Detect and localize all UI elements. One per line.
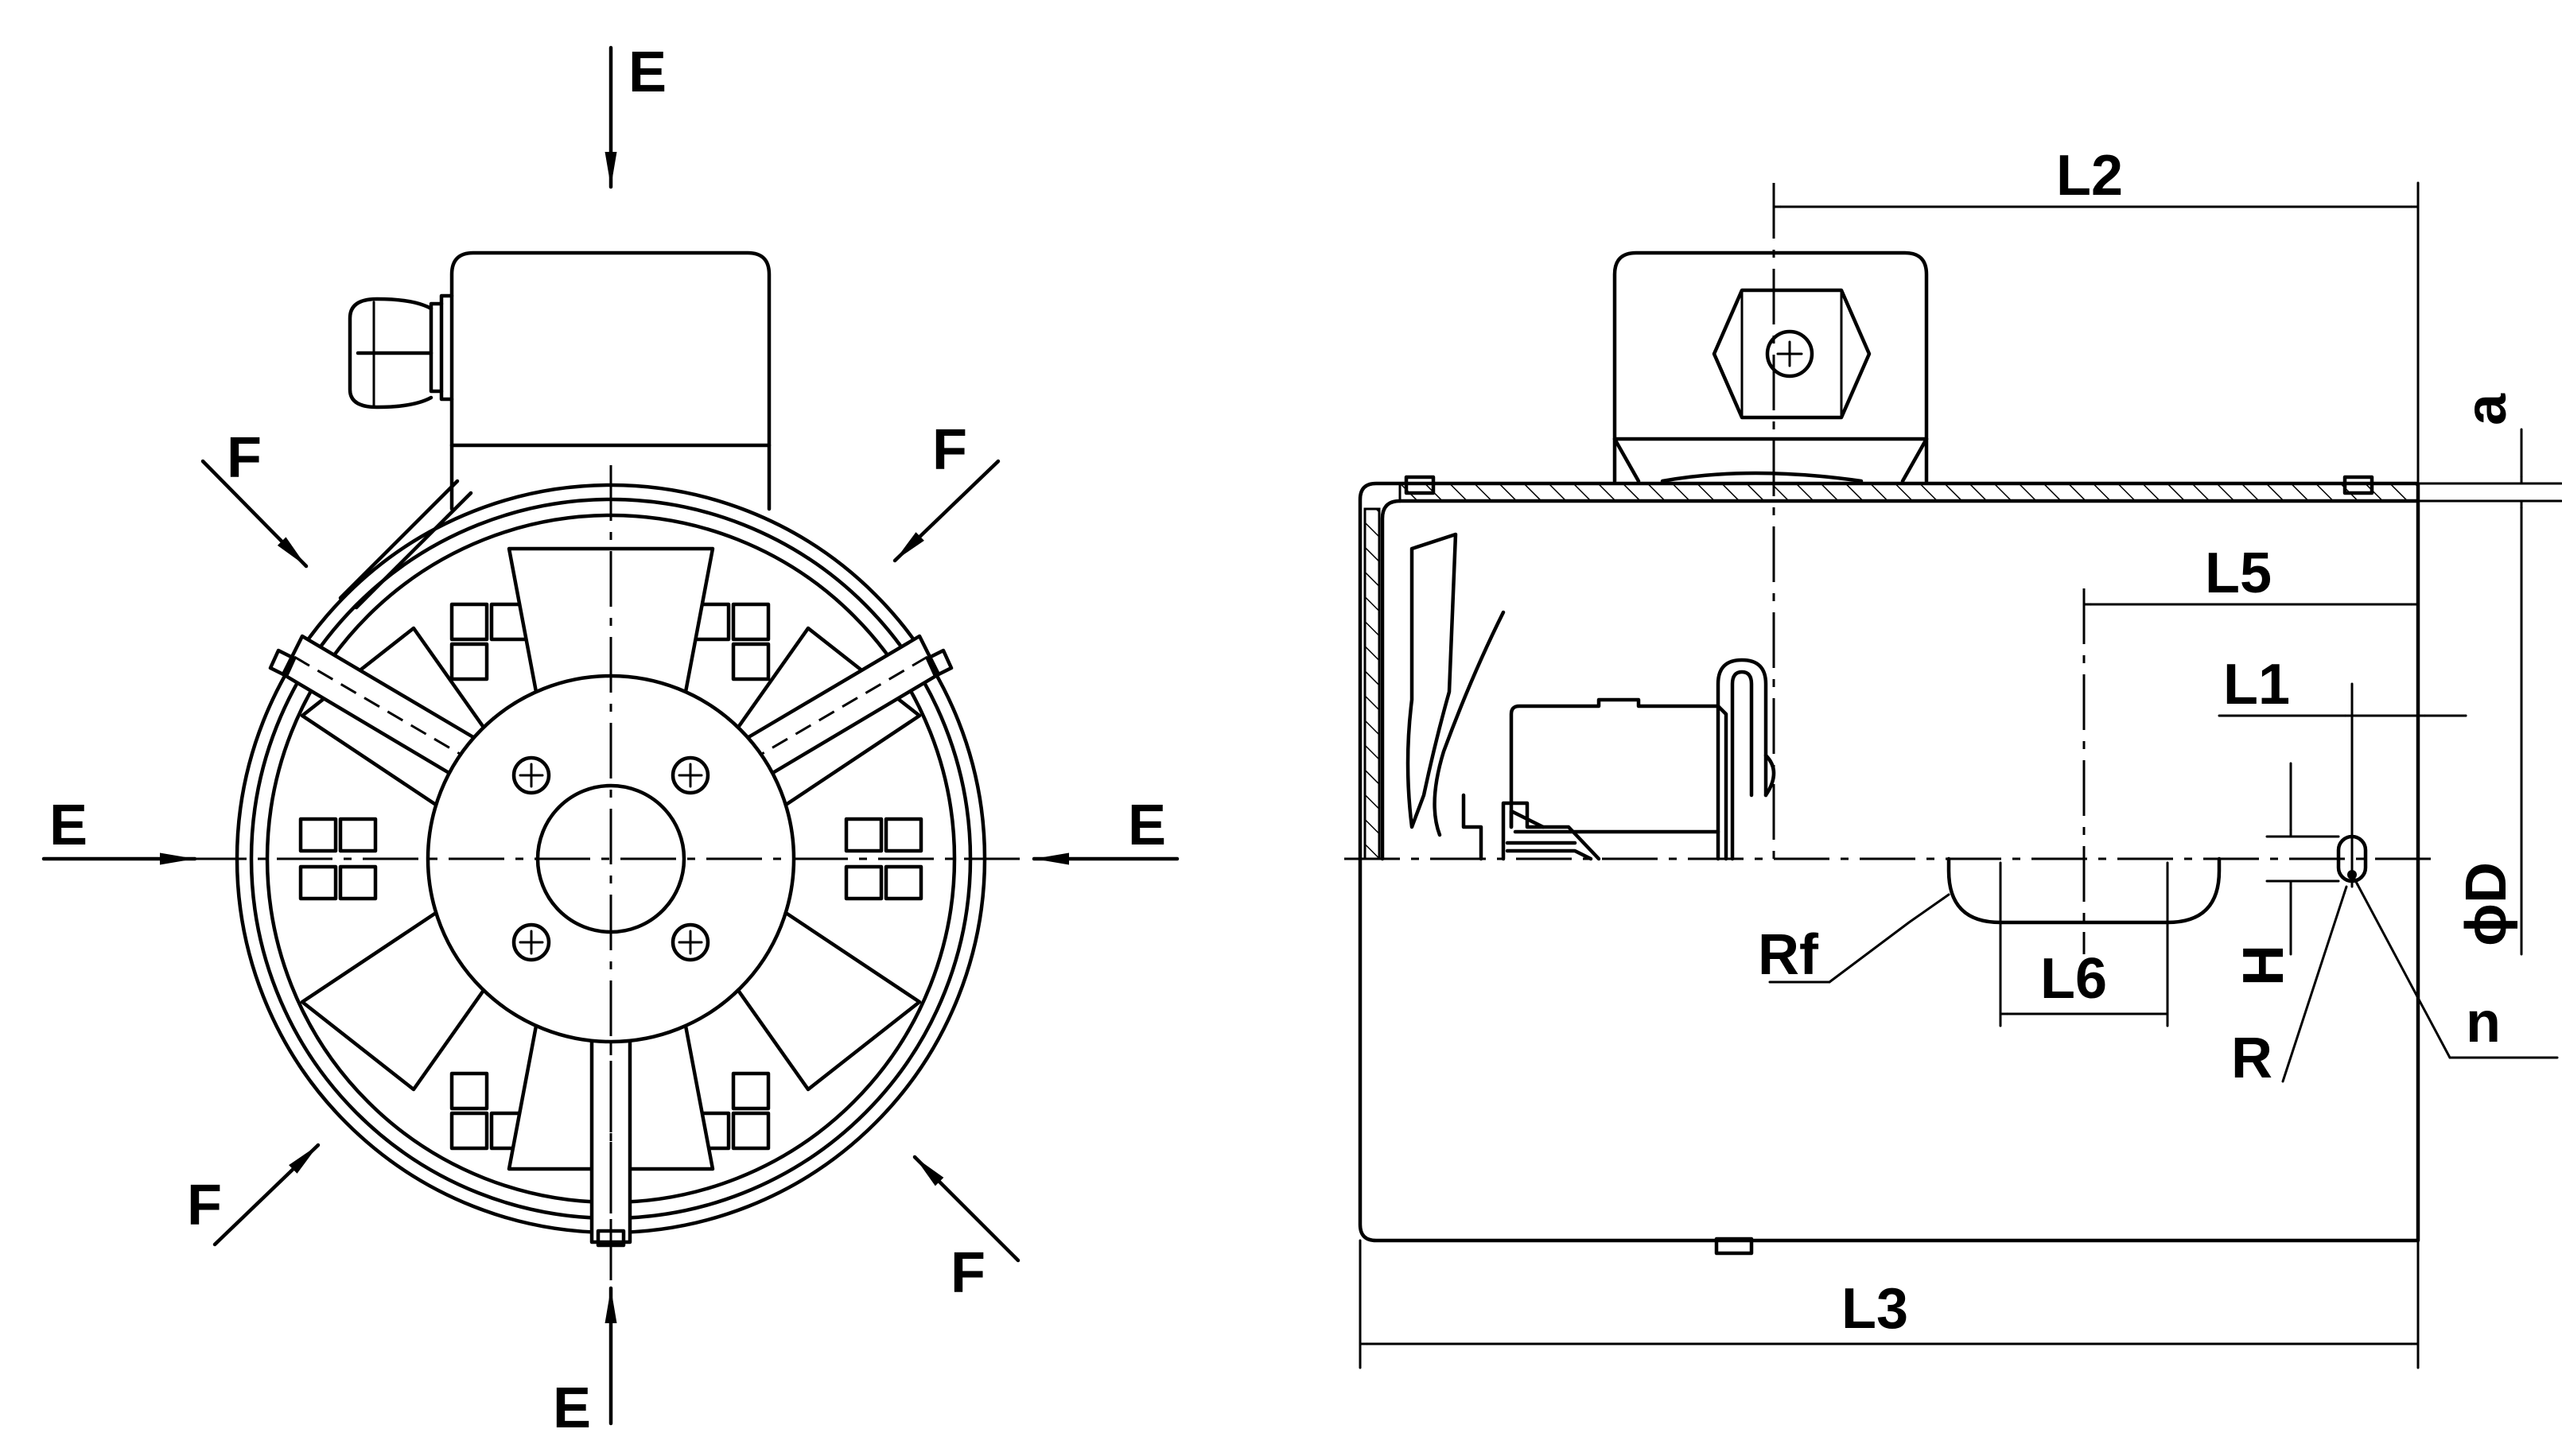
dim-h — [2265, 762, 2340, 956]
label-e-top: E — [628, 41, 667, 104]
screw-icon — [511, 755, 551, 795]
motor-fins — [298, 602, 923, 1151]
label-f-bottom-left: F — [187, 1174, 222, 1237]
leaders — [1768, 877, 2559, 1083]
label-f-bottom-right: F — [951, 1241, 986, 1305]
screw-icon — [511, 922, 551, 962]
screw-icon — [671, 755, 710, 795]
label-r: R — [2231, 1027, 2272, 1090]
label-l1: L1 — [2223, 653, 2290, 716]
label-e-left: E — [49, 794, 87, 857]
bottom-bolt — [1714, 1237, 1754, 1256]
clamp-lugs — [268, 648, 954, 1248]
label-l5: L5 — [2205, 542, 2272, 605]
label-l6: L6 — [2040, 947, 2107, 1011]
mounting-slot — [2336, 682, 2368, 888]
label-f-top-right: F — [932, 418, 967, 482]
label-l3: L3 — [1841, 1277, 1908, 1341]
dim-l2 — [1772, 181, 2420, 483]
cutout-slot — [1946, 856, 2222, 925]
view-arrows-e — [41, 45, 1180, 1426]
terminal-box — [449, 250, 772, 511]
side-terminal-bracket — [1612, 437, 1929, 483]
housing-wall-hatched — [1398, 482, 2420, 503]
label-a: a — [2455, 393, 2518, 425]
dim-l3 — [1359, 1239, 2420, 1369]
side-terminal-box — [1612, 250, 1929, 483]
label-phi-d: ϕD — [2455, 862, 2518, 946]
label-e-right: E — [1128, 794, 1166, 857]
cable-gland-end-view — [1712, 288, 1872, 420]
side-clip — [1716, 658, 1776, 861]
label-f-top-left: F — [227, 426, 262, 490]
side-motor — [1501, 697, 1728, 861]
housing-outline — [1358, 481, 2420, 1243]
side-impeller — [1405, 532, 1506, 861]
label-h: H — [2232, 945, 2296, 986]
label-rf: Rf — [1758, 923, 1819, 987]
front-view: E E E E F F F F — [41, 41, 1180, 1440]
hub-screws — [511, 755, 710, 962]
cable-gland — [348, 293, 454, 410]
side-view: L2 L5 L1 L3 L6 Rf a ϕD H R n — [1344, 144, 2562, 1369]
label-n: n — [2466, 991, 2501, 1054]
view-arrows-f — [200, 459, 1021, 1263]
wall-section-hatched — [1363, 507, 1381, 860]
label-e-bottom: E — [553, 1376, 591, 1440]
screw-icon — [671, 922, 710, 962]
label-l2: L2 — [2056, 144, 2123, 208]
dim-a — [2416, 428, 2562, 558]
